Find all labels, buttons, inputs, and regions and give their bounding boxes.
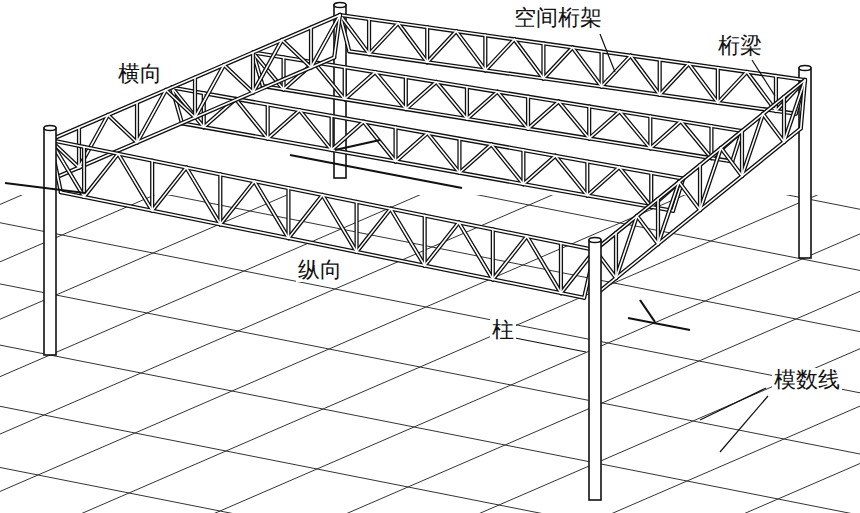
leader-line: [752, 60, 775, 96]
module-line: [0, 195, 547, 513]
part-label: 纵向: [296, 258, 344, 282]
module-line: [20, 195, 860, 513]
module-line: [268, 195, 860, 301]
module-line: [0, 195, 860, 513]
front-columns: [44, 126, 601, 501]
module-grid: [0, 195, 860, 513]
module-line: [0, 325, 860, 513]
module-line: [0, 241, 860, 511]
leader-lines: [515, 34, 775, 452]
module-line: [0, 409, 760, 513]
axis-marks: [5, 140, 690, 330]
truss: [50, 140, 595, 298]
truss: [50, 15, 340, 178]
axis-mark: [290, 155, 462, 188]
module-line: [0, 195, 860, 513]
axis-mark: [640, 300, 655, 322]
module-line: [0, 283, 860, 513]
leader-line: [600, 34, 615, 72]
module-line: [0, 195, 860, 513]
module-line: [0, 451, 663, 513]
leader-line: [720, 396, 768, 452]
module-line: [0, 195, 456, 511]
part-label: 桁梁: [716, 34, 764, 58]
part-label: 模数线: [772, 368, 842, 392]
module-line: [0, 195, 729, 513]
truss: [172, 88, 683, 211]
module-line: [0, 195, 638, 513]
column: [44, 126, 56, 356]
axis-mark: [628, 318, 690, 330]
module-line: [0, 195, 820, 513]
module-line: [0, 199, 860, 469]
module-line: [475, 241, 860, 513]
axis-mark: [5, 183, 85, 193]
module-line: [0, 493, 566, 513]
leader-line: [700, 388, 766, 420]
part-label: 横向: [116, 62, 164, 86]
module-line: [171, 195, 860, 343]
axis-mark: [335, 140, 380, 150]
part-label: 柱: [490, 318, 516, 342]
truss: [595, 80, 805, 292]
leader-line: [515, 338, 586, 352]
module-line: [566, 259, 860, 513]
module-line: [111, 195, 860, 513]
part-label: 空间桁架: [512, 6, 604, 30]
module-line: [0, 195, 860, 427]
trusses: [50, 15, 805, 298]
column: [589, 238, 601, 501]
